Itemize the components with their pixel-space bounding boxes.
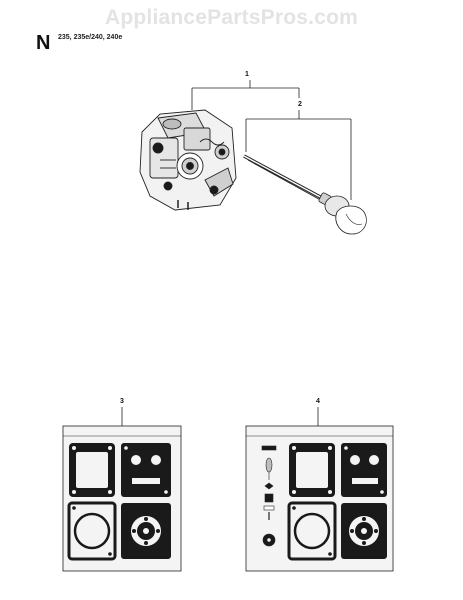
callout-3[interactable]: 3 <box>120 398 124 405</box>
gasket-frame <box>289 443 335 497</box>
pump-diaphragm <box>121 443 171 497</box>
gasket-ring <box>287 501 337 561</box>
model-list: 235, 235e/240, 240e <box>58 34 123 41</box>
metering-diaphragm <box>121 503 171 559</box>
callout-2[interactable]: 2 <box>298 101 302 108</box>
rebuild-kit-4[interactable] <box>245 425 394 572</box>
leader-line-1 <box>191 80 300 110</box>
watermark: AppliancePartsPros.com <box>105 6 358 29</box>
gasket-frame <box>69 443 115 497</box>
gasket-kit-3[interactable] <box>62 425 182 572</box>
small-parts <box>261 445 277 547</box>
leader-line-2 <box>245 110 352 200</box>
carburetor[interactable] <box>139 109 237 211</box>
callout-1[interactable]: 1 <box>245 71 249 78</box>
metering-diaphragm <box>341 503 387 559</box>
primer-bulb-assembly[interactable] <box>243 154 367 235</box>
callout-4[interactable]: 4 <box>316 398 320 405</box>
gasket-ring <box>67 501 117 561</box>
section-letter: N <box>36 32 51 54</box>
pump-diaphragm <box>341 443 387 497</box>
